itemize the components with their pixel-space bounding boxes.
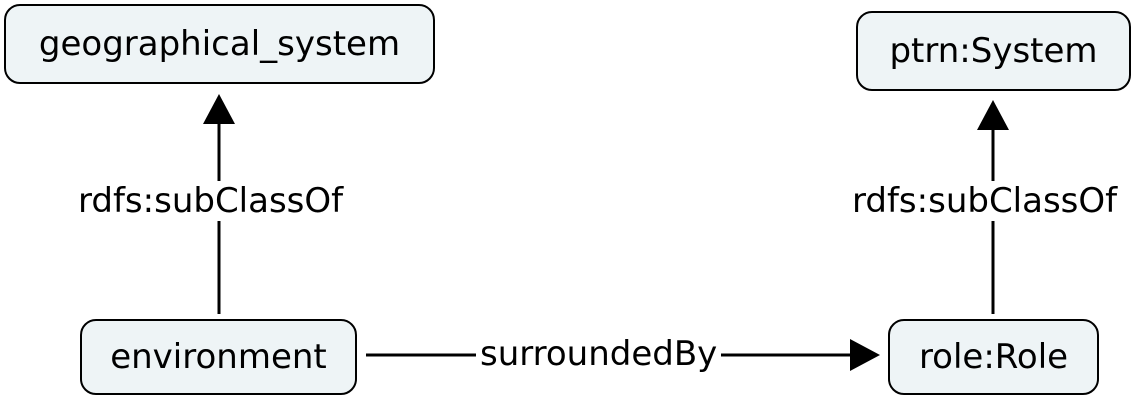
node-label: role:Role xyxy=(918,337,1069,377)
node-ptrn-system: ptrn:System xyxy=(856,11,1131,91)
node-geographical-system: geographical_system xyxy=(4,4,435,84)
node-label: geographical_system xyxy=(38,24,401,64)
edge-label-surroundedby: surroundedBy xyxy=(476,334,722,374)
node-label: environment xyxy=(110,337,327,377)
arrowhead-geographical-system xyxy=(203,94,235,124)
arrowhead-role xyxy=(850,339,880,371)
edge-label-environment-subclassof: rdfs:subClassOf xyxy=(74,181,348,221)
edge-label-role-subclassof: rdfs:subClassOf xyxy=(848,181,1122,221)
node-role: role:Role xyxy=(888,319,1099,395)
node-environment: environment xyxy=(80,319,357,395)
arrowhead-ptrn-system xyxy=(977,100,1009,130)
node-label: ptrn:System xyxy=(889,31,1098,71)
